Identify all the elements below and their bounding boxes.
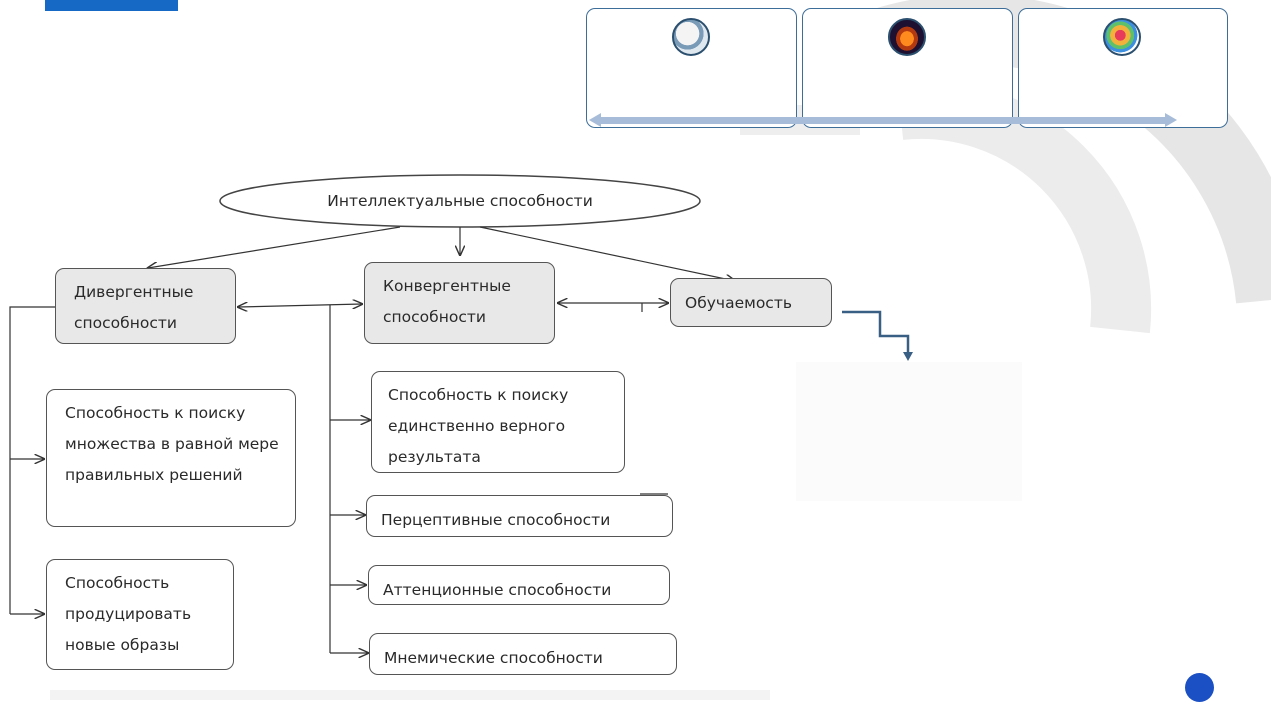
blank-panel <box>796 362 1022 501</box>
node-many-solutions: Способность к поиску множества в равной … <box>46 389 296 527</box>
node-divergent: Дивергентные способности <box>55 268 236 344</box>
node-mnemonic: Мнемические способности <box>369 633 677 675</box>
header-accent-bar <box>45 0 178 11</box>
card-2 <box>802 8 1013 128</box>
card-3 <box>1018 8 1228 128</box>
node-new-images: Способность продуцировать новые образы <box>46 559 234 670</box>
card-1 <box>586 8 797 128</box>
root-label: Интеллектуальные способности <box>327 192 593 210</box>
node-perceptive: Перцептивные способности <box>366 495 673 537</box>
figure-silhouette-icon <box>888 18 926 56</box>
node-learnability: Обучаемость <box>670 278 832 327</box>
network-globe-icon <box>672 18 710 56</box>
caption-placeholder <box>50 690 770 700</box>
node-attention: Аттенционные способности <box>368 565 670 605</box>
colorful-brain-icon <box>1103 18 1141 56</box>
timeline-arrows <box>589 113 1177 127</box>
page-indicator-dot[interactable] <box>1185 673 1214 702</box>
timeline-bar <box>596 117 1166 124</box>
node-single-result: Способность к поиску единственно верного… <box>371 371 625 473</box>
node-convergent: Конвергентные способности <box>364 262 555 344</box>
